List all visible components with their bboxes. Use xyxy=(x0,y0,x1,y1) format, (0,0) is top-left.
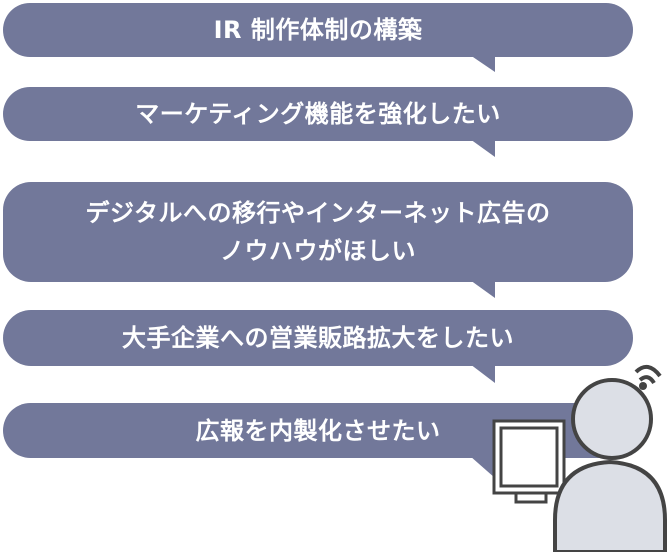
person-body xyxy=(553,459,667,552)
tail-3 xyxy=(470,280,495,298)
concern-bubble-4: 大手企業への営業販路拡大をしたい xyxy=(3,310,633,366)
tail-4 xyxy=(470,364,495,383)
concern-bubble-3: デジタルへの移行やインターネット広告の ノウハウがほしい xyxy=(3,182,633,282)
tail-1 xyxy=(470,55,495,72)
person-head xyxy=(571,378,653,460)
tail-2 xyxy=(470,139,495,157)
tail-5 xyxy=(470,456,495,478)
confused-mark-icon xyxy=(634,364,662,378)
concern-bubble-1: IR 制作体制の構築 xyxy=(3,3,633,57)
concern-bubble-2: マーケティング機能を強化したい xyxy=(3,87,633,141)
